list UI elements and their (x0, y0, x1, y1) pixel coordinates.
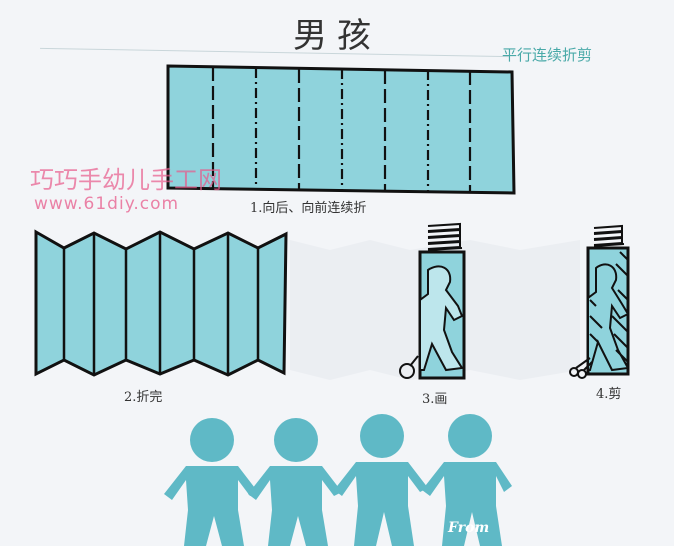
source-credit: From (448, 520, 490, 536)
page-title: 男孩 (293, 16, 381, 56)
paper-boy (248, 418, 342, 546)
step1-paper-strip (166, 64, 516, 195)
paper-boy (422, 414, 512, 546)
watermark-site-name: 巧巧手幼儿手工网 (30, 166, 222, 194)
step4-cut-figure (569, 224, 630, 379)
step2-accordion-fold (34, 229, 288, 377)
watermark-url: www.61diy.com (34, 194, 180, 214)
step1-caption: 1.向后、向前连续折 (250, 201, 367, 216)
paper-boy (164, 418, 258, 546)
step3-draw-figure (399, 222, 466, 380)
paper-boys-chain (164, 414, 512, 546)
step2-caption: 2.折完 (124, 390, 163, 405)
page-subtitle: 平行连续折剪 (502, 46, 593, 64)
step4-caption: 4.剪 (596, 387, 622, 402)
step3-caption: 3.画 (422, 392, 448, 407)
paper-boy (334, 414, 428, 546)
